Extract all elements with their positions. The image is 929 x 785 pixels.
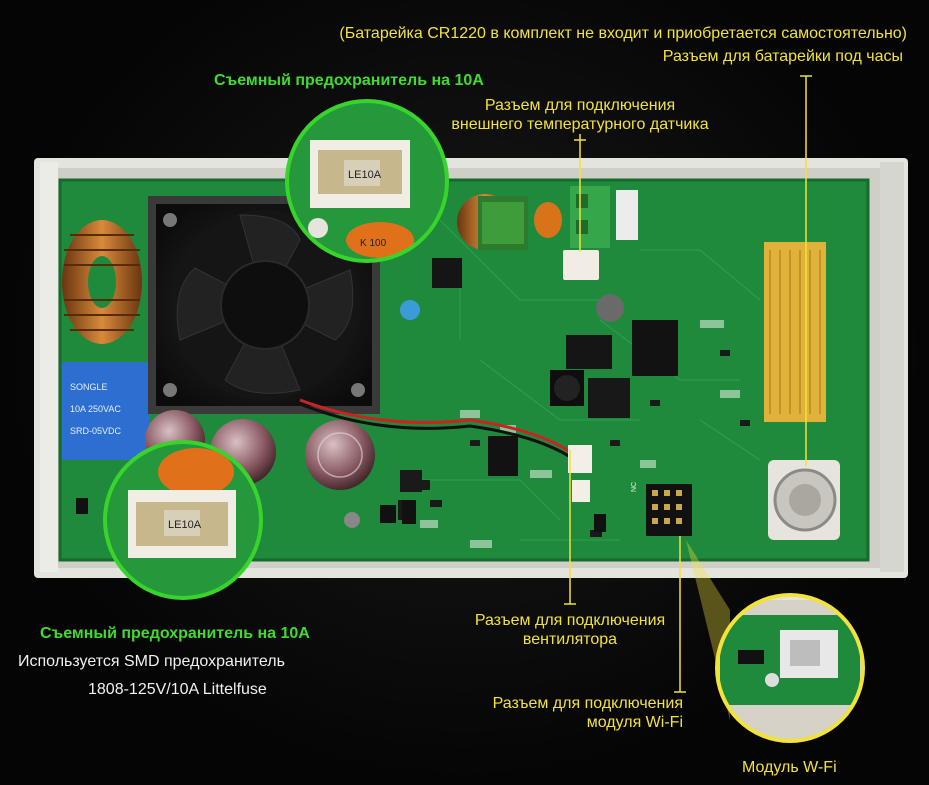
svg-text:LE10A: LE10A (168, 519, 202, 531)
svg-text:LE10A: LE10A (348, 169, 382, 181)
bottom-components (76, 498, 606, 532)
wifi-connector-line2: модуля Wi-Fi (586, 714, 683, 731)
smd-fuse-line1: Используется SMD предохранитель (18, 653, 285, 670)
fuse-magnifier-top: LE10A K 100 (285, 99, 449, 263)
wifi-header: NC (631, 482, 692, 536)
fan-connector-line1: Разъем для подключения (474, 612, 666, 629)
svg-text:K 100: K 100 (360, 238, 387, 249)
fuse-magnifier-bottom: LE10A (103, 440, 263, 600)
svg-text:SRD-05VDC: SRD-05VDC (70, 426, 122, 436)
wifi-module-label: Модуль W-Fi (742, 759, 837, 776)
battery-holder (768, 460, 840, 540)
svg-text:NC: NC (631, 482, 638, 492)
lcd-flex-connector (764, 242, 826, 422)
ic-chips (400, 320, 678, 502)
battery-note: (Батарейка CR1220 в комплект не входит и… (339, 25, 907, 42)
temp-sensor-label-line1: Разъем для подключения (484, 97, 676, 114)
wifi-connector-line1: Разъем для подключения (492, 695, 683, 712)
top-components (432, 186, 638, 288)
temp-sensor-label-line2: внешнего температурного датчика (451, 116, 709, 133)
fan-connector-line2: вентилятора (522, 631, 618, 648)
fuse-bottom-label: Съемный предохранитель на 10А (40, 625, 310, 642)
relay: SONGLE 10A 250VAC SRD-05VDC (62, 362, 150, 460)
battery-connector-label: Разъем для батарейки под часы (662, 48, 903, 65)
toroid-inductor (62, 220, 142, 344)
smd-fuse-line2: 1808-125V/10A Littelfuse (88, 681, 267, 698)
wifi-magnifier (715, 593, 865, 743)
svg-text:SONGLE: SONGLE (70, 382, 108, 392)
svg-text:10A 250VAC: 10A 250VAC (70, 404, 121, 414)
fuse-top-label: Съемный предохранитель на 10А (214, 72, 484, 89)
